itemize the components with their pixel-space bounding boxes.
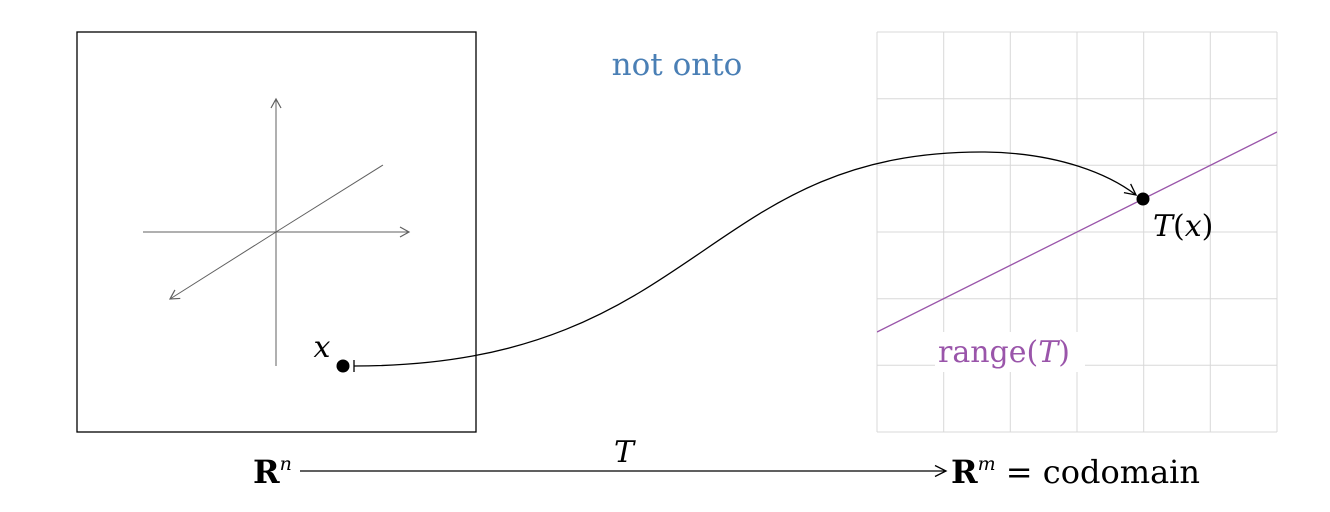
point-x — [336, 359, 350, 373]
not-onto-annotation: not onto — [612, 47, 743, 83]
range-label: range(T) — [938, 335, 1070, 370]
domain-axes — [143, 97, 411, 366]
domain-space — [76, 31, 477, 433]
axis-y-front — [168, 231, 277, 300]
domain-label: Rn — [253, 453, 292, 491]
axis-y-back — [275, 164, 384, 233]
map-label: T — [614, 435, 636, 470]
image-label: T(x) — [1153, 209, 1213, 244]
point-x-label: x — [314, 330, 331, 365]
codomain-label: Rm = codomain — [951, 453, 1200, 491]
mapping-curve — [353, 151, 1138, 373]
range-label-bg — [935, 332, 1085, 372]
point-tx — [1136, 192, 1150, 206]
